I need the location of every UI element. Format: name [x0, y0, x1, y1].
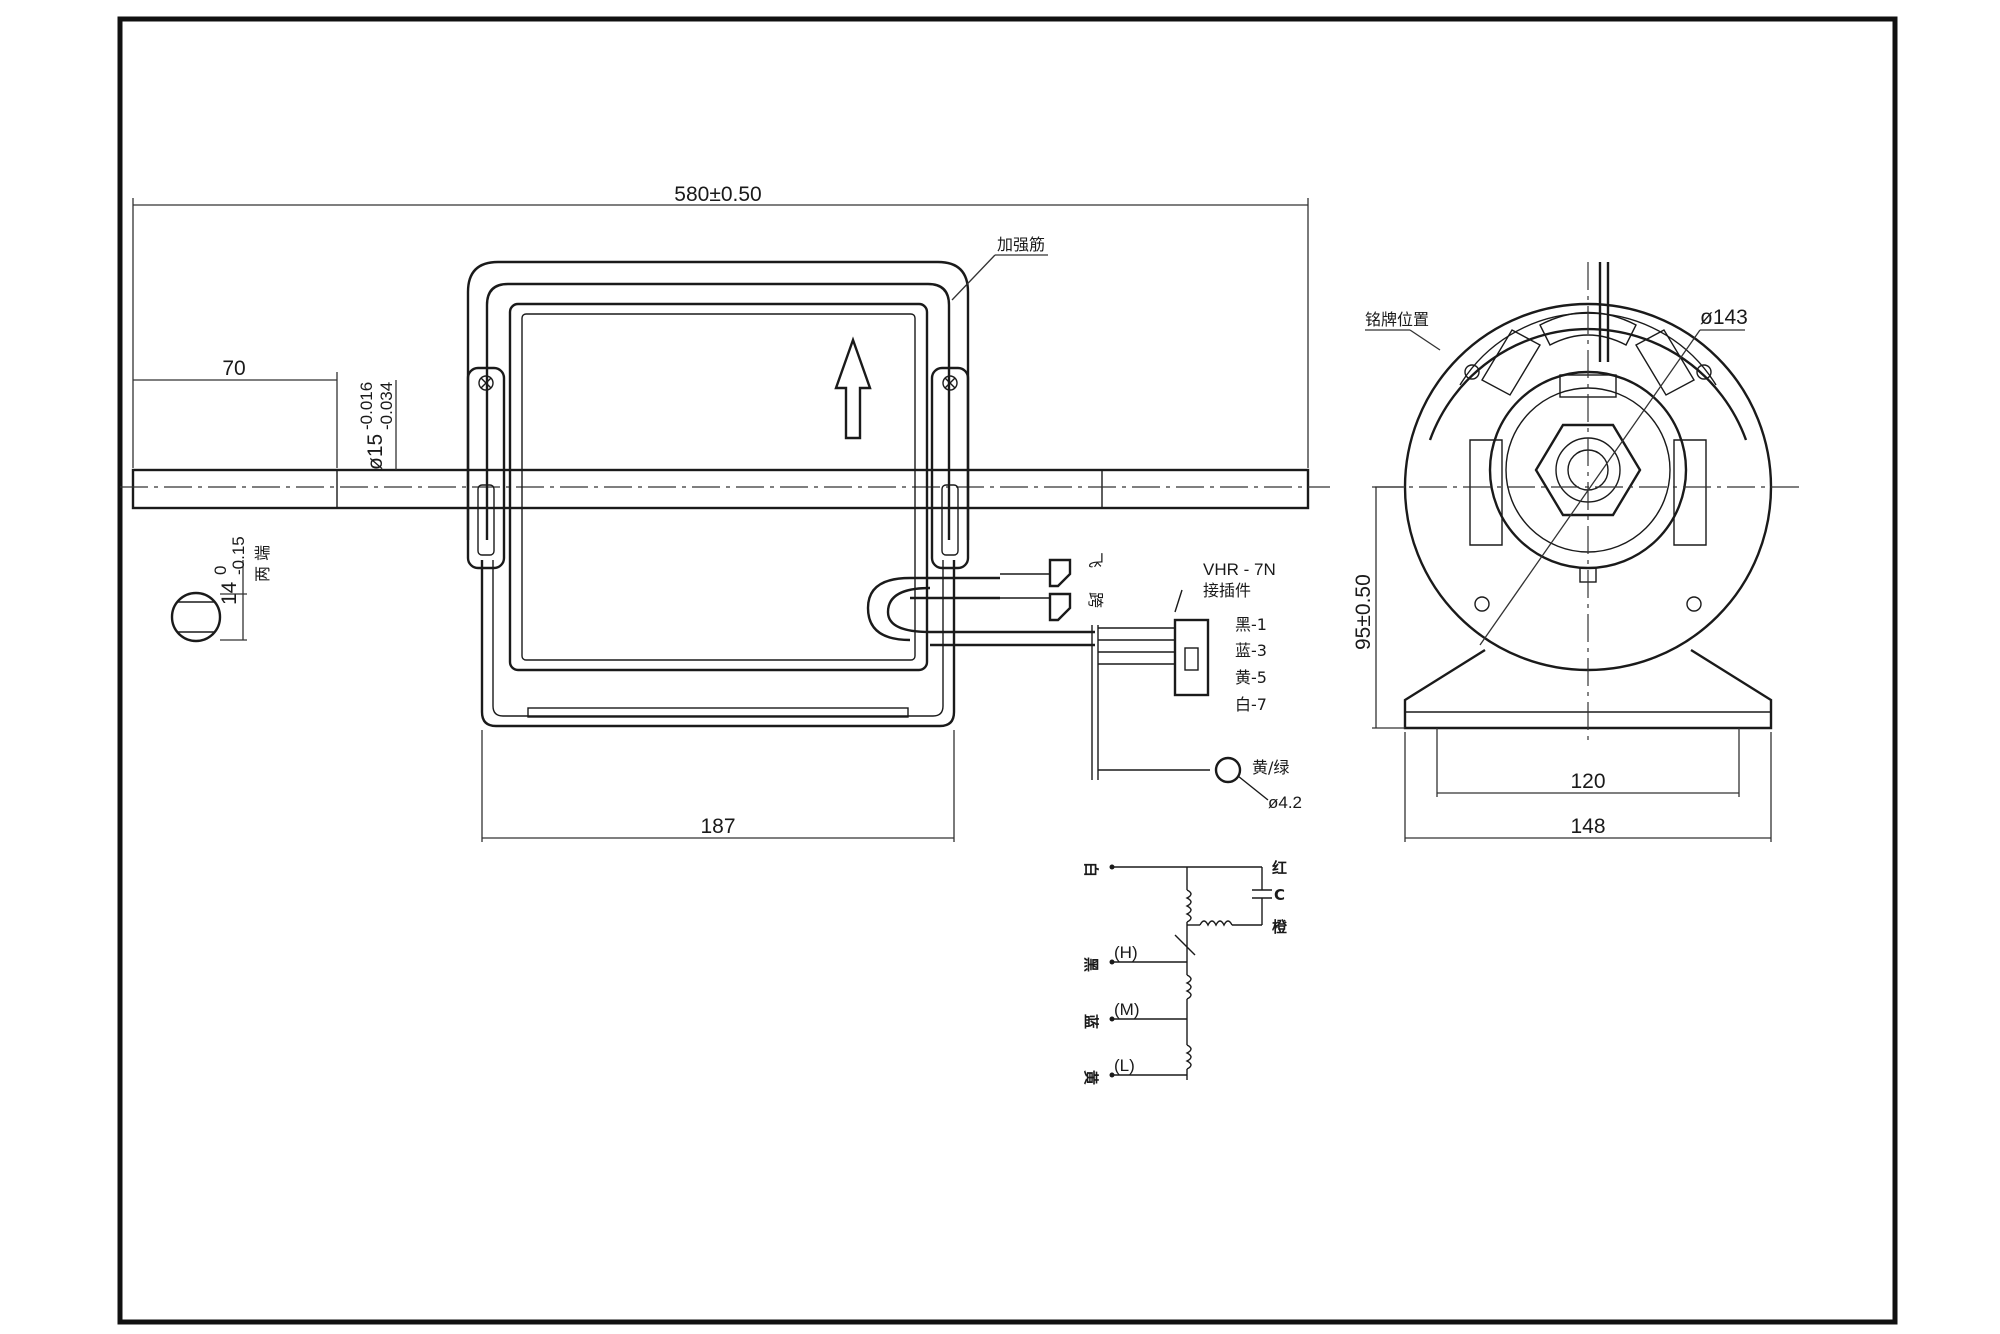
shaft-tol-lower: -0.034	[377, 382, 396, 430]
shaft	[131, 468, 1310, 510]
tap-mid: (M)	[1114, 1000, 1139, 1019]
cap-label: C	[1274, 886, 1285, 904]
ground-wire-label: 黄/绿	[1252, 758, 1289, 777]
connector-label: 接插件	[1203, 581, 1251, 600]
drawing-border	[117, 16, 1898, 1325]
rib-label: 加强筋	[997, 235, 1045, 254]
motor-body	[508, 302, 929, 672]
ground-ring-dim: ø4.2	[1268, 793, 1302, 812]
tag-bottom: 跨	[1086, 592, 1105, 608]
tap-high: (H)	[1114, 943, 1138, 962]
shaft-tol-upper: -0.016	[357, 382, 376, 430]
tap-low: (L)	[1114, 1056, 1135, 1075]
center-height-dim: 95±0.50	[1352, 574, 1375, 650]
terminal-yellow: 黄	[1082, 1070, 1100, 1085]
wire-7: 白-7	[1235, 695, 1267, 714]
mount-inner-dim: 120	[1570, 770, 1605, 793]
cap-red: 红	[1272, 859, 1287, 877]
wire-3: 蓝-3	[1235, 641, 1267, 660]
connector-vhr	[1173, 618, 1210, 697]
shaft-section	[170, 591, 222, 643]
flat-size-dim: 14	[218, 581, 241, 605]
shaft-extension-dim: 70	[222, 357, 245, 380]
shaft-diameter-dim: ø15	[364, 434, 387, 470]
terminal-black: 黑	[1082, 957, 1100, 972]
wiring-schematic: 白 黑 蓝 黄 (H) (M) (L) 红 C 橙	[1082, 859, 1288, 1085]
wire-1: 黑-1	[1235, 615, 1267, 634]
body-width-dim: 187	[700, 815, 735, 838]
hex-nut	[1534, 423, 1642, 517]
clamp-left	[466, 366, 506, 570]
nameplate-label: 铭牌位置	[1365, 310, 1429, 329]
cap-orange: 橙	[1272, 918, 1288, 936]
terminal-blue: 蓝	[1082, 1014, 1100, 1029]
mount-outer-dim: 148	[1570, 815, 1605, 838]
ground-ring	[1214, 756, 1242, 784]
tag-top: 飞	[1086, 552, 1105, 568]
terminal-white: 白	[1082, 862, 1100, 877]
diameter-dim: ø143	[1700, 306, 1748, 329]
overall-length-dim: 580±0.50	[674, 183, 761, 206]
side-view: 铭牌位置 ø143 95±0.50 120 148	[1352, 262, 1800, 842]
connector-model: VHR - 7N	[1203, 560, 1276, 579]
clamp-right	[930, 366, 970, 570]
reinforcing-rib	[466, 260, 970, 540]
rotation-arrow	[834, 336, 872, 440]
wire-5: 黄-5	[1235, 668, 1267, 687]
flat-tol-upper: 0	[211, 566, 230, 575]
front-view: 580±0.50 70 ø15 -0.016 -0.034 187 加强筋 14…	[120, 183, 1330, 842]
flat-tol-lower: -0.15	[229, 536, 248, 575]
flat-note: 两 端	[253, 545, 272, 582]
